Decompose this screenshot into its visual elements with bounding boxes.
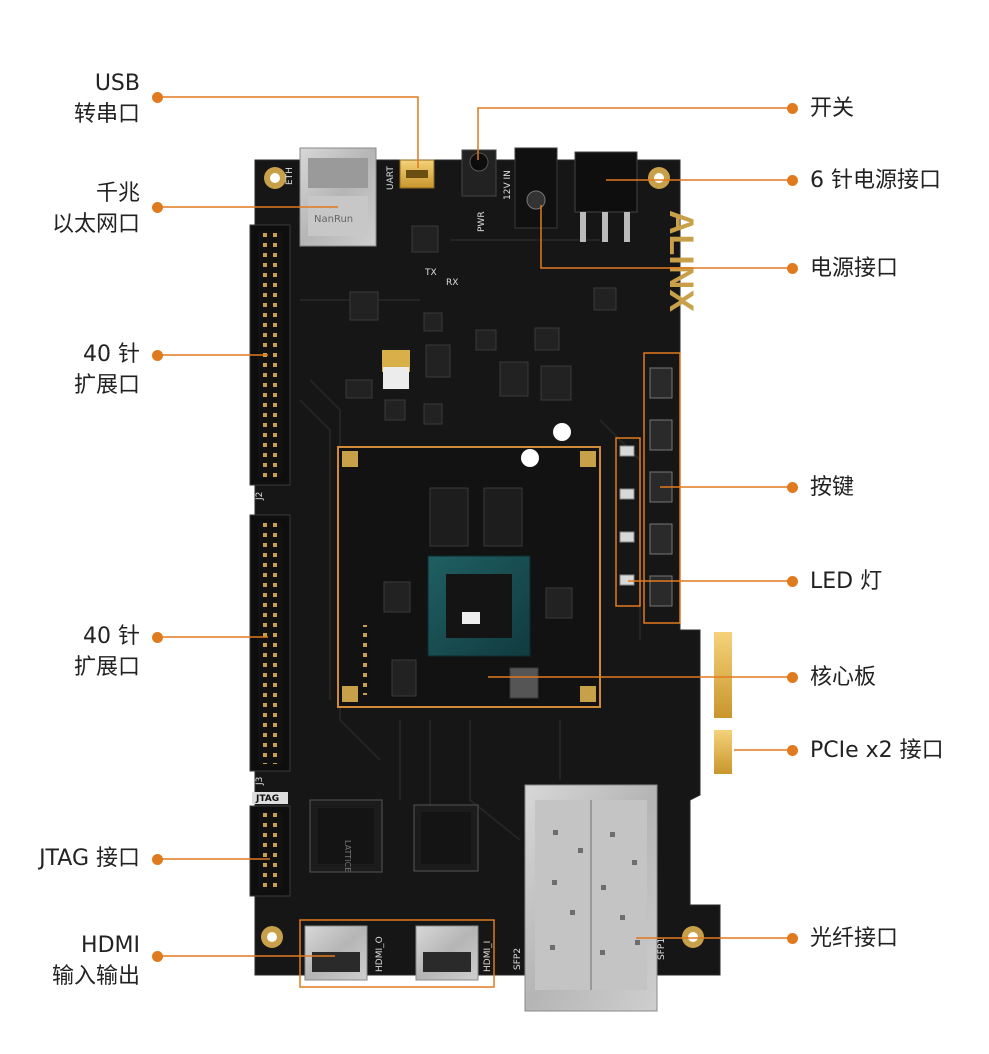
sfp-cage <box>524 784 658 1012</box>
j2-silkscreen: J2 <box>255 492 265 501</box>
leader-dot <box>152 202 163 213</box>
label-6pin-power: 6 针电源接口 <box>810 168 941 193</box>
hdmi-group-outline <box>299 919 495 988</box>
label-line: 输入输出 <box>51 964 140 989</box>
leader-dot <box>787 745 798 756</box>
power-switch <box>461 149 497 197</box>
leds <box>619 445 635 586</box>
mounting-holes <box>261 167 704 948</box>
label-line: 扩展口 <box>73 655 140 680</box>
hdmi-input-connector <box>415 925 479 981</box>
label-keys: 按键 <box>810 475 855 500</box>
led-group-outline <box>615 437 641 607</box>
dc-power-jack <box>514 147 558 229</box>
label-sfp: 光纤接口 <box>810 926 899 951</box>
leader-dot <box>152 350 163 361</box>
jtag-silkscreen: JTAG <box>255 794 279 804</box>
hdmi-output-connector <box>304 925 368 981</box>
label-hdmi: HDMI 输入输出 <box>52 930 140 992</box>
jtag-header <box>249 805 291 897</box>
leader-dot <box>152 92 163 103</box>
label-expansion-header-2: 40 针 扩展口 <box>74 621 140 683</box>
ethernet-jack-text: NanRun <box>314 214 353 225</box>
top-ics <box>345 225 617 425</box>
pwr-silkscreen: PWR <box>477 211 487 232</box>
pcie-gold-fingers <box>714 632 732 774</box>
expansion-header-top <box>249 224 291 486</box>
jtag-silkscreen-bg <box>252 792 288 804</box>
lattice-text: LATTICE <box>343 840 352 872</box>
label-line: USB <box>94 71 140 96</box>
label-line: HDMI <box>81 933 140 958</box>
key-group-outline <box>643 352 681 624</box>
label-line: 以太网口 <box>51 212 140 237</box>
alinx-logo: ALINX <box>662 210 700 312</box>
label-power-jack: 电源接口 <box>810 256 899 281</box>
label-line: JTAG 接口 <box>39 846 140 871</box>
label-leds: LED 灯 <box>810 569 883 594</box>
tx-silkscreen: TX <box>424 268 437 278</box>
usb-uart-connector <box>399 159 435 189</box>
hdmi-i-silkscreen: HDMI_I <box>483 941 493 972</box>
six-pin-power-connector <box>574 151 638 242</box>
j3-silkscreen: J3 <box>255 777 265 786</box>
label-gigabit-ethernet: 千兆 以太网口 <box>52 178 140 240</box>
hdmi-ic <box>413 804 479 872</box>
leader-dot <box>152 951 163 962</box>
leader-dot <box>787 263 798 274</box>
sfp1-silkscreen: SFP1 <box>657 938 667 960</box>
leader-dot <box>787 482 798 493</box>
ethernet-jack <box>299 147 377 247</box>
crystal <box>382 350 410 372</box>
core-board <box>337 423 601 708</box>
uart-silkscreen: UART <box>386 166 396 190</box>
label-line: 转串口 <box>73 102 140 127</box>
label-switch: 开关 <box>810 96 855 121</box>
label-line: 千兆 <box>95 181 140 206</box>
hdmi-o-silkscreen: HDMI_O <box>375 936 385 972</box>
push-buttons <box>649 367 673 607</box>
sfp2-silkscreen: SFP2 <box>513 948 523 970</box>
12v-silkscreen: 12V IN <box>503 170 513 200</box>
label-line: 40 针 <box>83 342 140 367</box>
rx-silkscreen: RX <box>446 278 458 288</box>
label-usb-uart: USB 转串口 <box>74 68 140 130</box>
label-jtag: JTAG 接口 <box>39 843 140 874</box>
leader-dot <box>787 576 798 587</box>
label-core-board: 核心板 <box>810 665 877 690</box>
expansion-header-bottom <box>249 514 291 772</box>
leader-dot <box>787 175 798 186</box>
leader-dot <box>152 632 163 643</box>
leader-dot <box>152 854 163 865</box>
lattice-cpld <box>309 799 383 873</box>
eth-silkscreen: ETH <box>285 167 295 185</box>
label-expansion-header-1: 40 针 扩展口 <box>74 339 140 401</box>
label-line: 40 针 <box>83 624 140 649</box>
label-line: 扩展口 <box>73 373 140 398</box>
leader-lines <box>158 96 791 957</box>
leader-dot <box>787 933 798 944</box>
label-pcie: PCIe x2 接口 <box>810 738 944 763</box>
white-component <box>383 367 409 389</box>
leader-dot <box>787 672 798 683</box>
leader-dot <box>787 103 798 114</box>
